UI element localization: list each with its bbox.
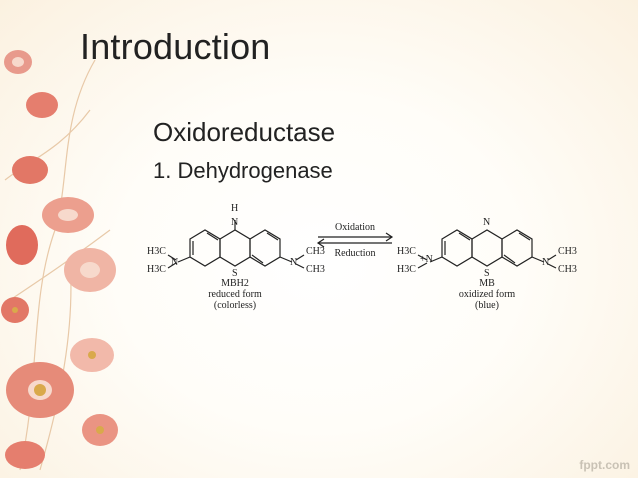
- bullet-dehydrogenase: 1. Dehydrogenase: [153, 158, 333, 183]
- mb-ring-s: S: [484, 268, 490, 279]
- mbh2-right-ring: [249, 229, 281, 267]
- mb-ch3-bottom: CH3: [558, 264, 577, 275]
- mbh2-form: reduced form: [208, 289, 262, 300]
- mbh2-color: (colorless): [214, 300, 256, 311]
- mb-name: MB: [479, 278, 495, 289]
- mbh2-h3c-top: H3C: [147, 246, 166, 257]
- mb-h3c-top: H3C: [397, 246, 416, 257]
- mbh2-left-n: N: [171, 257, 178, 268]
- mbh2-center-ring: [219, 229, 251, 267]
- mb-left-ring: [441, 229, 473, 267]
- mbh2-left-ring: [189, 229, 221, 267]
- mbh2-ch3-bottom: CH3: [306, 264, 325, 275]
- mbh2-ring-n: N: [231, 217, 238, 228]
- oxidation-label: Oxidation: [335, 222, 375, 233]
- mbh2-ring-s: S: [232, 268, 238, 279]
- mbh2-name: MBH2: [221, 278, 249, 289]
- mb-h3c-bottom: H3C: [397, 264, 416, 275]
- mb-right-n: N: [542, 257, 549, 268]
- mb-right-ring: [501, 229, 533, 267]
- mbh2-right-n: N: [290, 257, 297, 268]
- mb-form: oxidized form: [459, 289, 516, 300]
- mb-ring-n: N: [483, 217, 490, 228]
- floral-border-decoration: [1, 50, 118, 471]
- reduction-label: Reduction: [334, 248, 375, 259]
- mbh2-ch3-top: CH3: [306, 246, 325, 257]
- mb-color: (blue): [475, 300, 499, 311]
- bullet-oxidoreductase: Oxidoreductase: [153, 117, 336, 147]
- slide-title: Introduction: [80, 26, 271, 67]
- methylene-blue-reaction-diagram: H N S H3C N H3C CH3 N CH3 MBH2 reduced f…: [147, 203, 577, 311]
- mb-center-ring: [471, 229, 503, 267]
- mbh2-h3c-bottom: H3C: [147, 264, 166, 275]
- fppt-watermark: fppt.com: [579, 458, 630, 472]
- mbh2-h-atom: H: [231, 203, 238, 214]
- mb-left-n-plus: +N: [420, 254, 433, 265]
- mb-ch3-top: CH3: [558, 246, 577, 257]
